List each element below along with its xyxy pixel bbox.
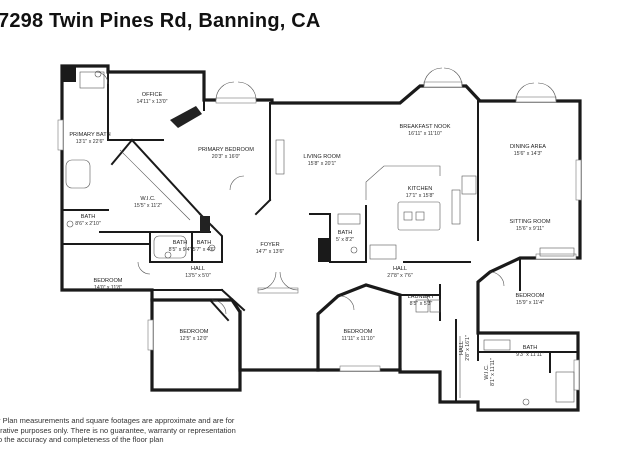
room-dims-bath-kitchen: 5' x 8'2" — [336, 237, 354, 243]
column-block — [62, 66, 76, 82]
room-name-bath-2: BATH — [173, 240, 188, 246]
room-name-dining-area: DINING AREA — [510, 144, 546, 150]
disclaimer-line: o the accuracy and completeness of the f… — [0, 435, 164, 445]
fireplace-block — [170, 106, 202, 128]
room-name-wic: W.I.C. — [140, 196, 156, 202]
room-dims-living-room: 15'8" x 20'1" — [308, 161, 337, 167]
room-dims-bath-east: 9'3" x 11'11" — [516, 352, 544, 358]
room-dims-bath-3: 5'7" x 4'6" — [193, 247, 216, 253]
room-name-wic-2: W.I.C. — [484, 364, 490, 380]
room-name-hall-2: HALL — [393, 266, 407, 272]
room-name-hall-3: HALL — [459, 341, 465, 355]
room-name-primary-bath: PRIMARY BATH — [69, 132, 110, 138]
room-dims-hall-3: 2'8" x 16'1" — [465, 335, 471, 361]
room-name-bath: BATH — [81, 214, 96, 220]
room-dims-bedroom-right: 11'11" x 11'10" — [341, 336, 374, 342]
room-dims-primary-bath: 13'1" x 22'6" — [76, 139, 105, 145]
room-dims-bedroom-center: 12'5" x 12'0" — [180, 336, 209, 342]
room-name-office: OFFICE — [142, 92, 163, 98]
room-dims-primary-bedroom: 20'3" x 16'0" — [212, 154, 241, 160]
room-name-bedroom-left: BEDROOM — [94, 278, 123, 284]
room-dims-hall-1: 13'5" x 5'0" — [185, 273, 211, 279]
room-name-bath-3: BATH — [197, 240, 212, 246]
fixtures — [65, 70, 575, 406]
room-name-breakfast-nook: BREAKFAST NOOK — [400, 124, 451, 130]
room-name-bath-kitchen: BATH — [338, 230, 353, 236]
windows — [57, 81, 582, 391]
room-name-primary-bedroom: PRIMARY BEDROOM — [198, 147, 254, 153]
interior-walls — [61, 71, 579, 403]
room-name-bedroom-right: BEDROOM — [344, 329, 373, 335]
room-name-laundry: LAUNDRY — [408, 294, 435, 300]
room-dims-wic-2: 8'1" x 11'11" — [490, 358, 496, 386]
room-name-sitting-room: SITTING ROOM — [509, 219, 550, 225]
door-swings — [95, 67, 557, 315]
room-name-bedroom-east: BEDROOM — [516, 293, 545, 299]
disclaimer: r Plan measurements and square footages … — [0, 416, 236, 445]
room-dims-breakfast-nook: 16'11" x 11'10" — [408, 131, 442, 137]
column-block — [200, 216, 210, 232]
room-dims-sitting-room: 15'6" x 9'11" — [516, 226, 544, 232]
room-name-bath-east: BATH — [523, 345, 538, 351]
room-dims-office: 14'11" x 13'0" — [137, 99, 168, 105]
room-dims-bedroom-east: 15'9" x 11'4" — [516, 300, 544, 306]
room-dims-kitchen: 17'1" x 15'8" — [406, 193, 435, 199]
room-name-foyer: FOYER — [260, 242, 279, 248]
room-name-bedroom-center: BEDROOM — [180, 329, 209, 335]
room-dims-laundry: 8'5" x 5'3" — [410, 301, 433, 307]
room-dims-bedroom-left: 14'0" x 11'8" — [94, 285, 122, 291]
room-dims-foyer: 14'7" x 13'6" — [256, 249, 285, 255]
disclaimer-line: r Plan measurements and square footages … — [0, 416, 235, 425]
room-name-living-room: LIVING ROOM — [303, 154, 341, 160]
listing-address-title: 7298 Twin Pines Rd, Banning, CA — [0, 10, 321, 32]
room-dims-hall-2: 27'8" x 7'6" — [387, 273, 413, 279]
disclaimer-line: trative purposes only. There is no guara… — [0, 425, 236, 435]
room-name-hall-1: HALL — [191, 266, 205, 272]
room-labels: OFFICE 14'11" x 13'0" PRIMARY BATH 13'1"… — [69, 92, 551, 386]
column-block — [318, 238, 330, 262]
room-dims-bath-2: 8'5" x 9'4" — [169, 247, 192, 253]
room-name-kitchen: KITCHEN — [408, 186, 433, 192]
room-dims-dining-area: 15'6" x 14'3" — [514, 151, 543, 157]
room-dims-bath: 8'6" x 2'10" — [75, 221, 101, 227]
room-dims-wic: 15'5" x 11'2" — [134, 203, 162, 209]
